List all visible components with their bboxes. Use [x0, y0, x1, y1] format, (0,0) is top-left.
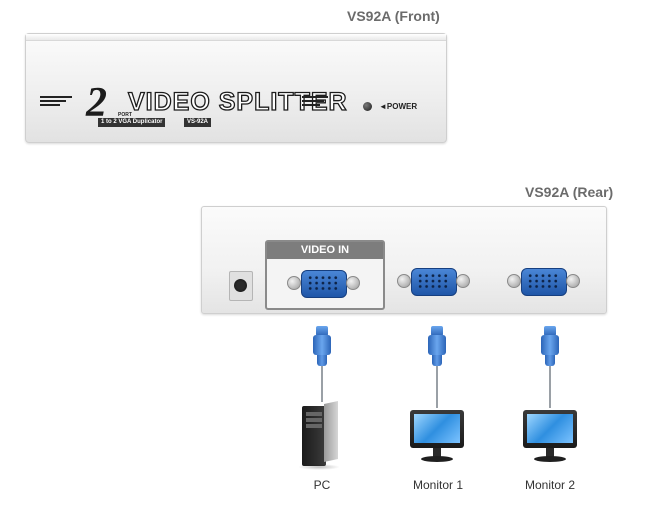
pc-tower-icon — [298, 401, 340, 470]
monitor-2-icon — [521, 410, 579, 468]
vga-output-1-connector-icon — [397, 266, 470, 296]
cable-monitor-1 — [436, 364, 438, 408]
vga-plug-monitor-1-icon — [428, 326, 446, 366]
vga-plug-pc-icon — [313, 326, 331, 366]
model-tag: VS-92A — [184, 118, 212, 127]
power-led-icon — [363, 102, 372, 111]
port-count: 2 — [86, 80, 107, 126]
monitor-1-label: Monitor 1 — [412, 478, 464, 492]
splitter-front-panel: 2 PORT VIDEO SPLITTER 1 to 2 VGA Duplica… — [25, 33, 447, 143]
monitor-2-label: Monitor 2 — [524, 478, 576, 492]
brand-dashes-left — [40, 96, 72, 106]
pc-label: PC — [313, 478, 331, 492]
vga-output-2-connector-icon — [507, 266, 580, 296]
splitter-rear-panel: VIDEO IN — [201, 206, 607, 314]
monitor-1-icon — [408, 410, 466, 468]
brand-dashes-right — [302, 96, 328, 106]
product-subtitle: 1 to 2 VGA Duplicator — [98, 118, 166, 127]
power-label: ◄POWER — [379, 102, 418, 111]
vga-plug-monitor-2-icon — [541, 326, 559, 366]
video-in-label: VIDEO IN — [267, 242, 383, 259]
cable-pc — [321, 364, 323, 402]
front-top-stripe — [26, 34, 446, 41]
front-caption: VS92A (Front) — [347, 8, 440, 24]
port-label: PORT — [118, 112, 132, 118]
vga-input-connector-icon — [287, 268, 360, 298]
dc-power-jack-icon — [229, 271, 253, 301]
product-name: VIDEO SPLITTER — [127, 88, 348, 116]
rear-caption: VS92A (Rear) — [525, 184, 614, 200]
cable-monitor-2 — [549, 364, 551, 408]
video-in-port-group: VIDEO IN — [265, 240, 385, 310]
